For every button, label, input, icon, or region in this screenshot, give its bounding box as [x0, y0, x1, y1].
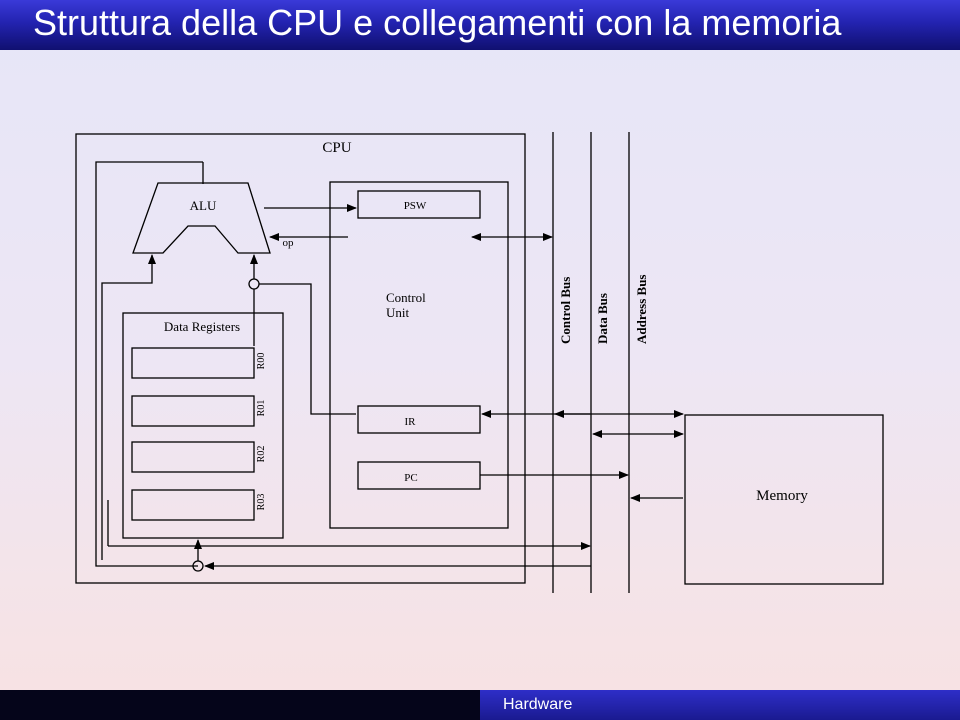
- data-bus-label: Data Bus: [595, 293, 610, 344]
- register-r00: [131, 347, 255, 379]
- memory-box: [684, 414, 884, 585]
- control-unit-label-line1: Control: [386, 290, 426, 305]
- psw-register: [357, 190, 481, 219]
- control-bus-label: Control Bus: [558, 277, 573, 344]
- pc-register: [357, 461, 481, 490]
- register-r01: [131, 395, 255, 427]
- register-label-r03: R03: [256, 494, 267, 511]
- control-unit-box: [329, 181, 509, 529]
- memory-label: Memory: [756, 488, 808, 504]
- register-r02: [131, 441, 255, 473]
- mux-circle-alu: [248, 278, 260, 290]
- op-label: op: [283, 237, 295, 249]
- footer-section-label: Hardware: [503, 696, 573, 713]
- register-label-r01: R01: [256, 400, 267, 417]
- ir-label: IR: [405, 416, 417, 428]
- address-bus-label: Address Bus: [634, 275, 649, 344]
- control-unit-label-line2: Unit: [386, 305, 410, 320]
- data-registers-box: [122, 312, 284, 539]
- registers-to-alu-left: [101, 254, 156, 560]
- cpu-box: [75, 133, 526, 584]
- slide-title: Struttura della CPU e collegamenti con l…: [33, 2, 842, 43]
- register-label-r02: R02: [256, 446, 267, 463]
- data-registers-label: Data Registers: [164, 319, 240, 334]
- footer-right-bar: [480, 690, 960, 720]
- title-bar: Struttura della CPU e collegamenti con l…: [0, 0, 960, 50]
- alu-shape: [132, 182, 271, 254]
- register-label-r00: R00: [256, 353, 267, 370]
- ir-to-mux-line: [259, 283, 356, 415]
- psw-label: PSW: [404, 200, 427, 212]
- pc-label: PC: [404, 472, 417, 484]
- footer-left-bar: [0, 690, 480, 720]
- alu-label: ALU: [190, 198, 217, 213]
- ir-register: [357, 405, 481, 434]
- cpu-internal-bus: [95, 161, 203, 567]
- register-r03: [131, 489, 255, 521]
- cpu-label: CPU: [322, 140, 351, 156]
